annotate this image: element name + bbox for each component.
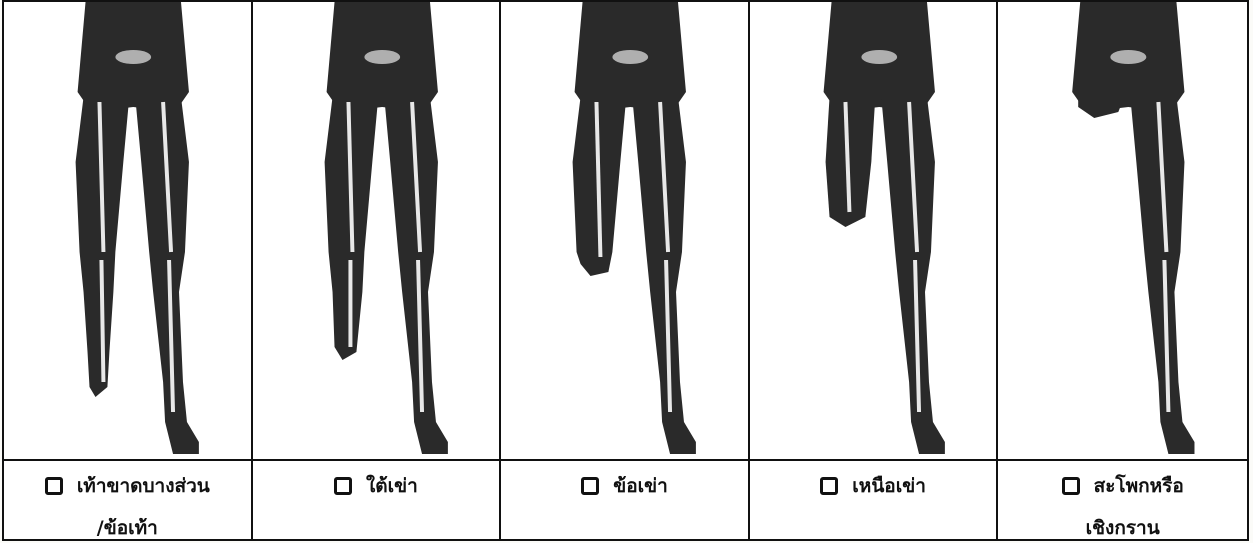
pelvis-bone (364, 50, 400, 64)
leg-illustration-hip (998, 2, 1247, 461)
pelvis-bone (861, 50, 897, 64)
option-knee: ข้อเข่า (501, 2, 750, 539)
option-partial-foot: เท้าขาดบางส่วน /ข้อเท้า (4, 2, 253, 539)
option-above-knee: เหนือเข่า (750, 2, 999, 539)
pelvis-bone (115, 50, 151, 64)
leg-figure (4, 2, 251, 459)
left-leg (1079, 97, 1125, 118)
pelvis-bone (613, 50, 649, 64)
option-label: เท้าขาดบางส่วน (77, 471, 210, 501)
option-below-knee: ใต้เข่า (253, 2, 502, 539)
leg-illustration-knee (501, 2, 748, 461)
above-knee-checkbox[interactable] (820, 477, 838, 495)
option-label-line2: /ข้อเท้า (4, 513, 251, 543)
option-label: เหนือเข่า (852, 471, 926, 501)
option-label: ข้อเข่า (613, 471, 668, 501)
option-label: ใต้เข่า (366, 471, 418, 501)
hip-pelvis-checkbox[interactable] (1062, 477, 1080, 495)
leg-illustration-partial-foot (4, 2, 251, 461)
below-knee-checkbox[interactable] (334, 477, 352, 495)
leg-illustration-above-knee (750, 2, 997, 461)
partial-foot-checkbox[interactable] (45, 477, 63, 495)
leg-figure (501, 2, 748, 459)
leg-figure (253, 2, 500, 459)
option-hip-pelvis: สะโพกหรือ เชิงกราน (998, 2, 1247, 539)
pelvis-bone (1111, 50, 1147, 64)
option-label-line2: เชิงกราน (998, 513, 1247, 543)
leg-illustration-below-knee (253, 2, 500, 461)
leg-figure (998, 2, 1247, 459)
knee-checkbox[interactable] (581, 477, 599, 495)
option-label: สะโพกหรือ (1094, 471, 1184, 501)
leg-figure (750, 2, 997, 459)
